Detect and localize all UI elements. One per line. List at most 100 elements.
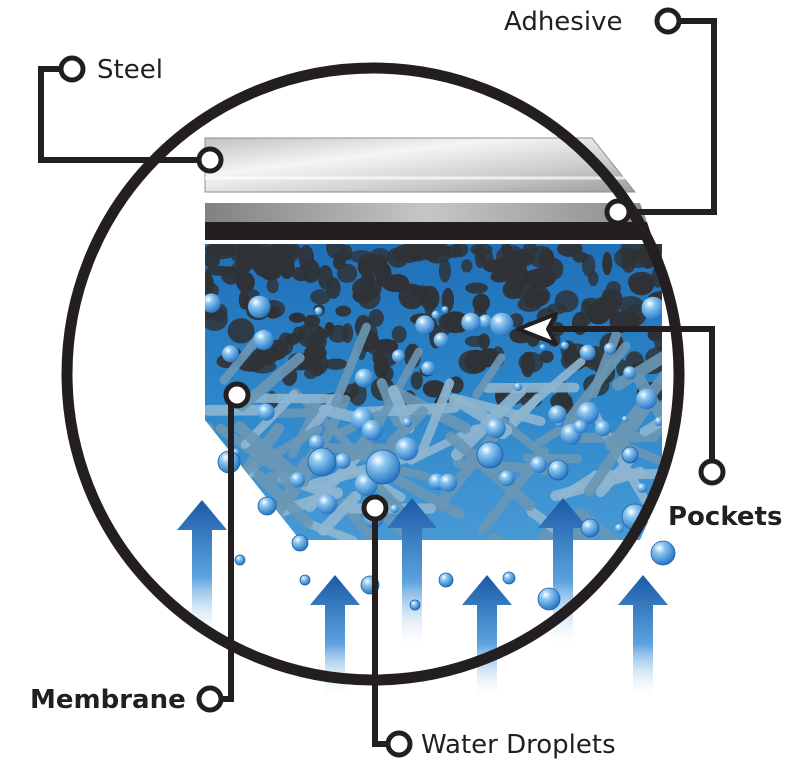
pocket-particle: [229, 244, 258, 265]
membrane-fiber: [305, 519, 358, 540]
membrane-droplet: [603, 342, 616, 355]
pocket-particle: [205, 272, 214, 296]
pocket-particle: [465, 282, 488, 294]
pocket-particle: [387, 247, 409, 268]
membrane-fiber: [236, 352, 305, 412]
vapor-arrows: [177, 498, 668, 700]
pocket-particle: [266, 278, 279, 294]
membrane-droplet: [361, 419, 383, 441]
membrane-droplet: [614, 523, 624, 533]
membrane-droplet: [289, 472, 306, 488]
membrane-droplet: [391, 349, 405, 363]
vapor-arrow: [387, 498, 437, 650]
pocket-particle: [327, 324, 349, 343]
membrane-droplet: [595, 420, 611, 437]
membrane-droplets: [205, 293, 662, 536]
pocket-particle: [367, 340, 386, 356]
pocket-particle: [373, 354, 389, 379]
membrane-fiber: [331, 322, 371, 408]
membrane-droplet: [205, 293, 221, 313]
pocket-particle: [624, 303, 647, 327]
membrane-droplet: [513, 382, 523, 391]
water-droplet: [365, 449, 401, 485]
steel-label: Steel: [97, 55, 163, 85]
pocket-particle: [565, 345, 577, 366]
pocket-particle: [279, 254, 295, 280]
water-droplet: [257, 496, 277, 516]
pocket-particle: [403, 244, 414, 258]
pocket-particle: [588, 311, 609, 325]
pocket-particle: [582, 254, 596, 277]
membrane-droplet: [530, 456, 548, 474]
membrane-droplet: [439, 473, 458, 492]
water-droplet: [409, 599, 421, 611]
water-droplets-leader-line: [372, 508, 395, 747]
pocket-particle: [324, 358, 348, 370]
adhesive-leader-line: [618, 18, 717, 215]
vapor-arrow: [538, 498, 588, 650]
membrane-droplet: [354, 368, 374, 388]
pocket-particle: [439, 318, 452, 335]
membrane-layer-marker: [223, 381, 251, 409]
membrane-droplet: [478, 314, 493, 329]
membrane-droplet: [579, 344, 596, 361]
membrane-droplet: [490, 312, 514, 337]
steel-layer-marker: [196, 146, 224, 174]
membrane-droplet: [576, 402, 599, 425]
membrane-marker: [196, 685, 224, 713]
water-droplet: [299, 574, 311, 586]
pocket-particle: [602, 251, 613, 276]
pocket-particle: [410, 371, 423, 390]
membrane-droplet: [548, 405, 567, 424]
membrane-fiber: [605, 368, 662, 452]
pocket-particle: [532, 290, 547, 307]
water-droplet: [502, 571, 516, 585]
pocket-particle: [477, 333, 490, 350]
pocket-particle: [289, 312, 306, 323]
membrane-droplet: [257, 403, 275, 421]
pocket-particle: [539, 350, 554, 363]
membrane-fiber: [488, 533, 548, 540]
pocket-particle: [659, 244, 662, 256]
membrane-droplet: [334, 453, 351, 469]
pocket-particle: [310, 360, 324, 377]
membrane-droplet: [621, 416, 629, 423]
pocket-particle: [312, 326, 327, 353]
membrane-fiber: [445, 431, 535, 511]
membrane-droplet: [654, 416, 662, 427]
membrane-fiber: [338, 497, 413, 540]
pocket-particle: [227, 318, 255, 344]
water-droplet: [580, 518, 600, 538]
pocket-particle: [495, 245, 526, 269]
water-droplet: [438, 572, 454, 588]
pockets-arrowhead: [516, 312, 558, 346]
water-droplet: [621, 446, 639, 464]
water-droplets-label: Water Droplets: [421, 730, 616, 760]
pocket-particle: [502, 280, 524, 300]
membrane-droplet: [539, 344, 546, 351]
membrane-fiber: [595, 455, 634, 498]
pocket-particle: [238, 289, 249, 310]
vapor-arrow: [462, 575, 512, 700]
membrane-label: Membrane: [30, 685, 186, 715]
pockets-marker: [698, 458, 726, 486]
pocket-particle: [231, 261, 245, 280]
adhesive-layer: [205, 203, 647, 222]
pocket-particle: [292, 266, 311, 282]
membrane-fiber: [472, 353, 506, 400]
membrane-fiber: [509, 357, 586, 424]
water-droplet: [547, 459, 569, 481]
membrane-droplet: [222, 345, 239, 363]
pocket-particle: [422, 380, 447, 398]
pocket-particle: [260, 353, 278, 364]
membrane-droplet: [573, 419, 588, 434]
pocket-particle: [420, 244, 434, 260]
membrane-layer: [205, 244, 662, 540]
pocket-particle: [284, 333, 300, 346]
pocket-particle: [461, 259, 473, 273]
steel-leader-line: [38, 66, 210, 163]
steel-marker: [58, 55, 86, 83]
membrane-droplet: [316, 494, 338, 515]
vapor-arrow: [618, 575, 668, 700]
